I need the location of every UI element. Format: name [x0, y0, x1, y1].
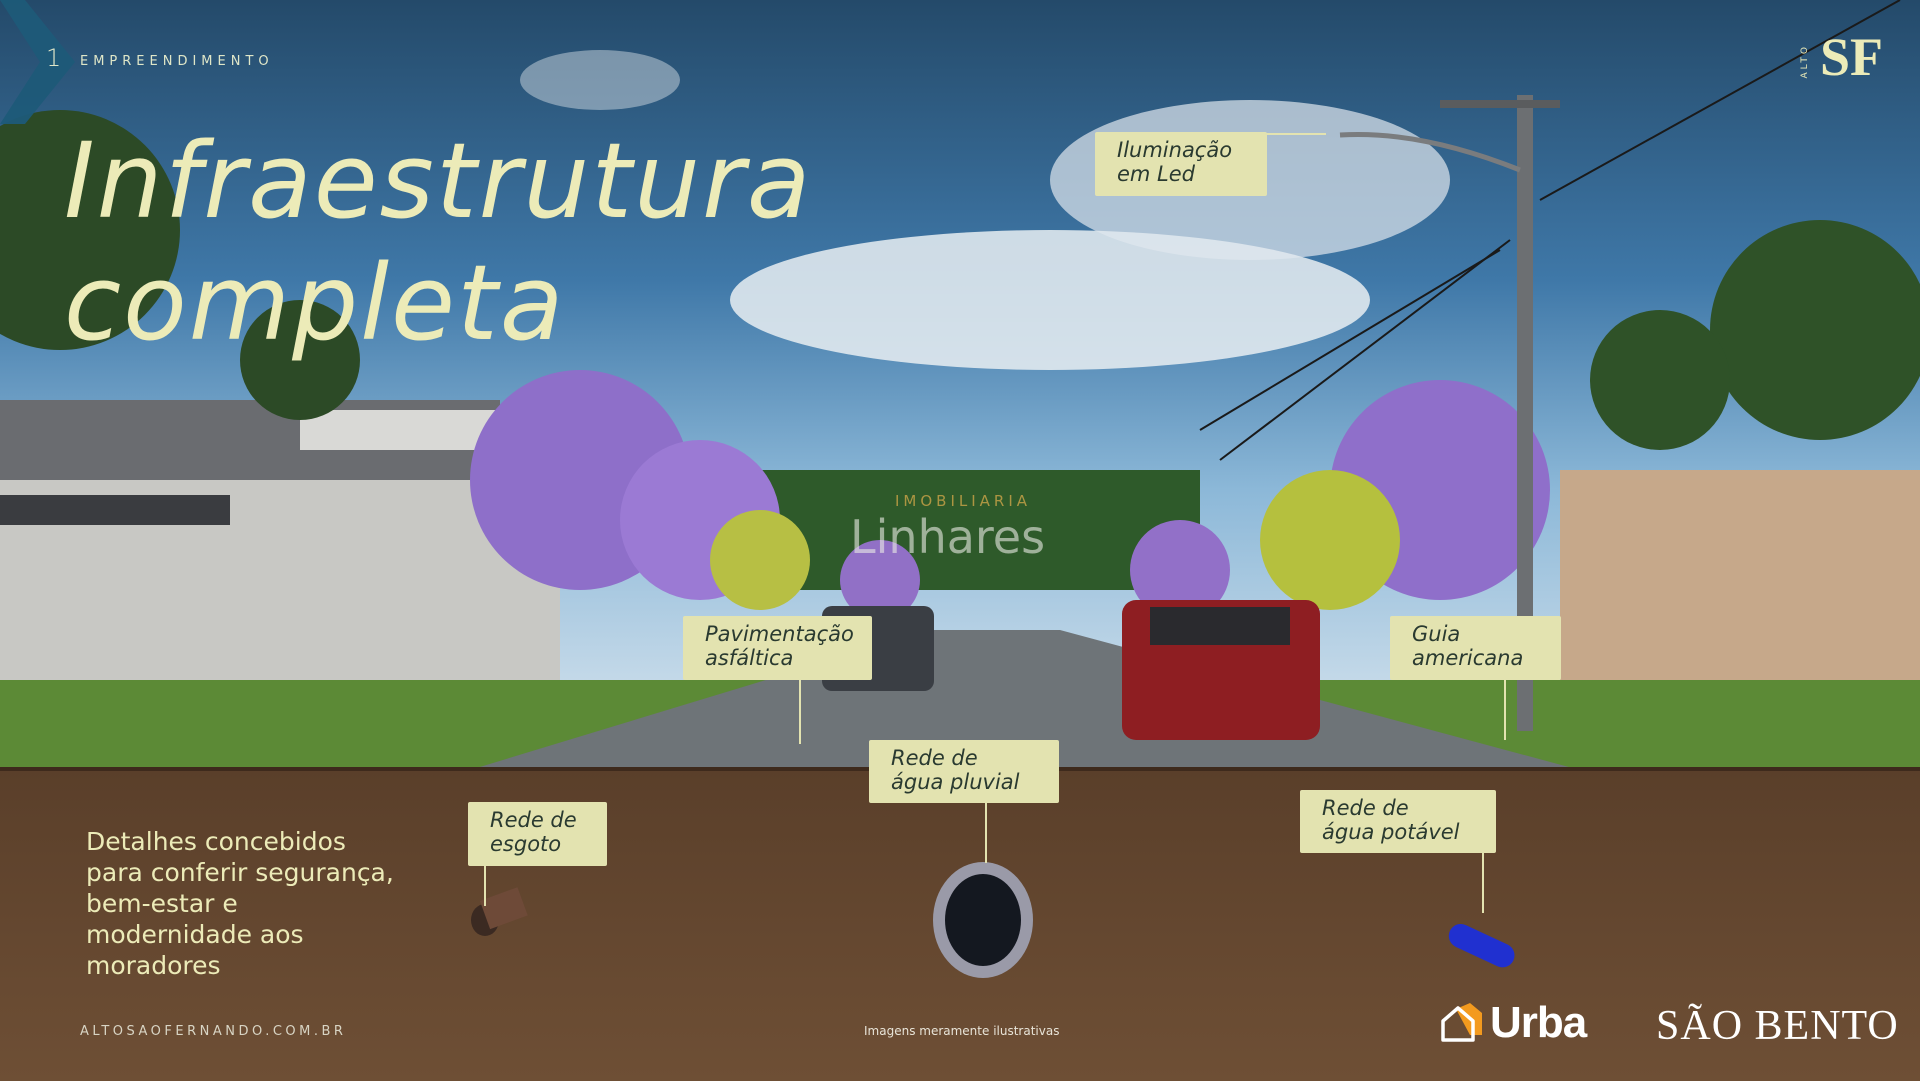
- section-number: 1: [46, 44, 62, 72]
- disclaimer-text: Imagens meramente ilustrativas: [864, 1024, 1060, 1038]
- label-text: esgoto: [490, 832, 562, 856]
- label-text: Rede de: [1322, 796, 1409, 820]
- label-storm-water: Rede de água pluvial: [869, 740, 1059, 803]
- watermark-line-1: IMOBILIARIA: [895, 492, 1032, 510]
- section-chevron-icon: [0, 0, 75, 124]
- label-text: em Led: [1117, 162, 1196, 186]
- label-text: Pavimentação: [705, 622, 854, 646]
- title-line-2: completa: [64, 242, 566, 364]
- urba-logo-text: Urba: [1490, 998, 1587, 1047]
- house-icon: [1441, 1003, 1482, 1042]
- label-sewage: Rede de esgoto: [468, 802, 607, 866]
- sao-bento-logo: SÃO BENTO: [1656, 1003, 1899, 1049]
- label-text: Rede de: [490, 808, 577, 832]
- label-drinking-water: Rede de água potável: [1300, 790, 1496, 853]
- title-line-1: Infraestrutura: [64, 120, 813, 242]
- label-text: Rede de: [891, 746, 978, 770]
- label-paving: Pavimentação asfáltica: [683, 616, 872, 680]
- label-text: Guia: [1412, 622, 1461, 646]
- label-text: Iluminação: [1117, 138, 1233, 162]
- description-text: Detalhes concebidos para conferir segura…: [86, 827, 394, 980]
- label-text: asfáltica: [705, 646, 794, 670]
- section-name: EMPREENDIMENTO: [80, 54, 274, 69]
- label-text: água pluvial: [891, 770, 1020, 794]
- urba-logo: Urba: [1440, 998, 1587, 1048]
- page-title: Infraestrutura completa: [64, 120, 812, 364]
- brand-logo: SF: [1820, 27, 1884, 87]
- label-lighting: Iluminação em Led: [1095, 132, 1267, 196]
- label-text: americana: [1412, 646, 1524, 670]
- website-link[interactable]: ALTOSAOFERNANDO.COM.BR: [80, 1024, 347, 1039]
- watermark-line-2: Linhares: [850, 510, 1046, 564]
- brand-prefix: ALTO: [1800, 44, 1810, 79]
- label-text: água potável: [1322, 820, 1460, 844]
- label-curb: Guia americana: [1390, 616, 1561, 680]
